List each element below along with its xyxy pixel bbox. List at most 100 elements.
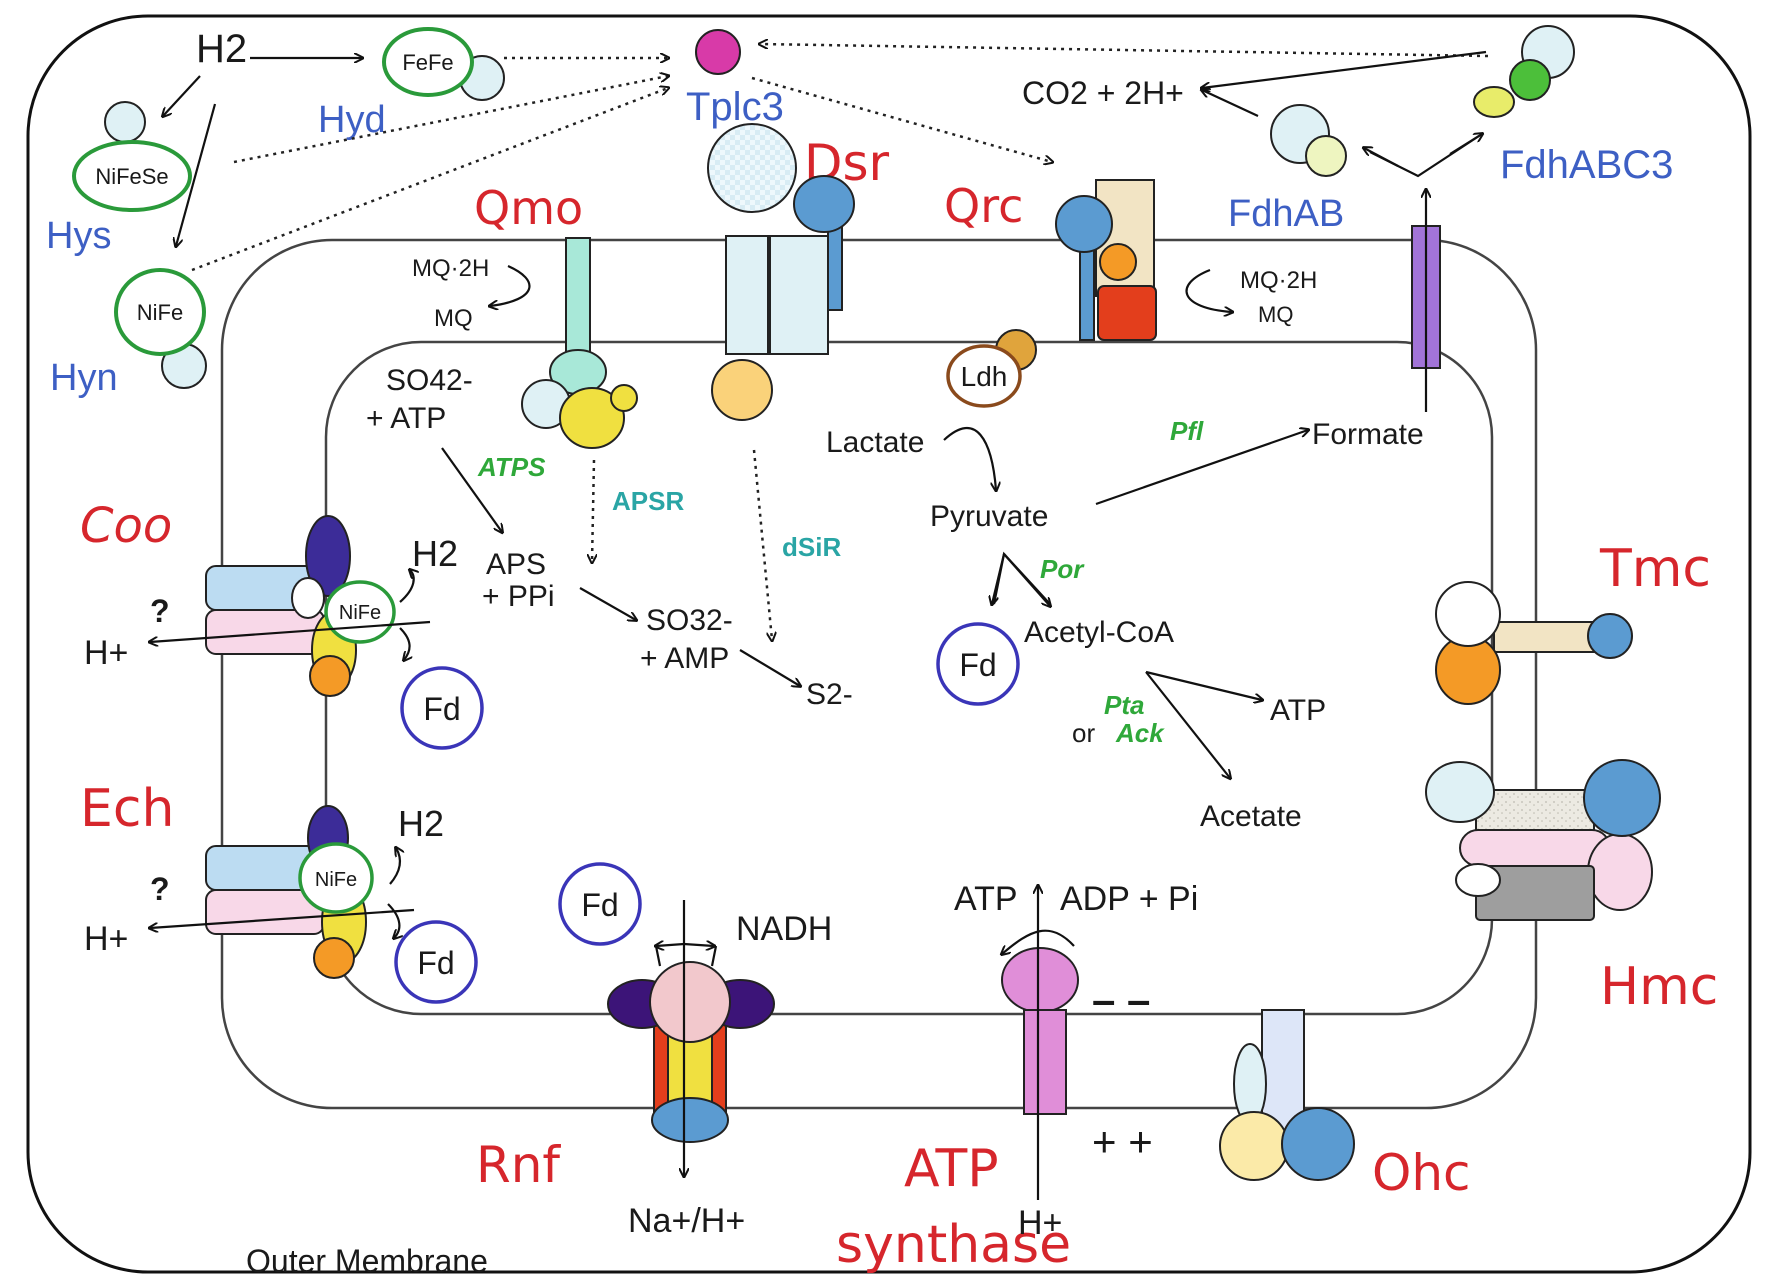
pyruvate-to-formate-arrow [1095, 430, 1308, 506]
nifese-hydrogenase [72, 140, 192, 212]
coo-hplus-label: H+ [84, 634, 128, 672]
dsir-dotted-arrow [752, 449, 772, 640]
lactate-label: Lactate [826, 426, 924, 459]
h2-to-hyn-arrow [176, 103, 217, 246]
aps-to-so3-arrow [579, 587, 636, 620]
aps-label: APS [486, 548, 546, 581]
coo-nife-label: NiFe [339, 602, 381, 624]
outer-membrane-line [26, 14, 1752, 1274]
ohc-label: Ohc [1372, 1144, 1471, 1202]
pfl-label: Pfl [1170, 416, 1204, 446]
rnf-right-tick [683, 944, 714, 946]
mq2h-right-label: MQ·2H [1240, 267, 1317, 294]
coo-label: Coo [80, 498, 172, 554]
atp-synthase-label-1: ATP [904, 1139, 999, 1199]
hyn-label: Hyn [50, 357, 118, 399]
atp-plus-label: + ATP [366, 402, 446, 435]
fdhab-subunit-b [1305, 135, 1347, 177]
atp-synthase-stalk [1023, 1009, 1067, 1115]
ech-fd-arrow [387, 903, 399, 938]
dsr-blue-subunit [793, 175, 855, 233]
ech-question-label: ? [150, 871, 170, 907]
qrc-blue-subunit [1055, 195, 1113, 253]
pta-label: Pta [1104, 690, 1144, 720]
nife-to-tplc3-dots [191, 88, 668, 272]
s2-label: S2- [806, 678, 853, 711]
qmo-label: Qmo [474, 181, 583, 235]
coo-fd-arrow [399, 627, 410, 660]
fd-ech-label: Fd [417, 945, 454, 981]
na-h-label: Na+/H+ [628, 1202, 745, 1240]
fefe-label: FeFe [402, 50, 453, 75]
mq-left-label: MQ [434, 305, 473, 332]
hys-small-subunit [104, 101, 146, 143]
fd-ech-circle [394, 920, 478, 1004]
co2-label: CO2 + 2H+ [1022, 75, 1184, 111]
ack-label: Ack [1115, 718, 1165, 748]
qrc-red-subunit [1097, 285, 1157, 341]
atp-out-label: ATP [954, 880, 1018, 918]
rnf-blue-base [651, 1097, 729, 1143]
or-label: or [1072, 718, 1095, 748]
qrc-label: Qrc [944, 179, 1023, 233]
hmc-pink-end [1587, 833, 1653, 911]
fd-rnf-label: Fd [581, 887, 618, 923]
atp-synthase-head [1001, 947, 1079, 1013]
dsr-membrane-right [769, 235, 829, 355]
nifese-to-tplc3-dots [233, 76, 668, 164]
so3-label: SO32- [646, 604, 733, 637]
ech-nife-label: NiFe [315, 869, 357, 891]
mq2h-left-label: MQ·2H [412, 255, 489, 282]
fefe-hydrogenase [382, 27, 474, 97]
ech-proton-arrow [150, 908, 415, 928]
qmo-subunit-d [610, 384, 638, 412]
ech-orange-subunit [313, 937, 355, 979]
formate-to-fdhabc3-arrow [1449, 134, 1482, 155]
hmc-label: Hmc [1600, 957, 1718, 1017]
atp-synthase-label-2: synthase [836, 1215, 1071, 1275]
hmc-blue-subunit [1583, 759, 1661, 837]
rnf-left-tick [656, 944, 685, 946]
coo-nife-ring [324, 580, 396, 644]
inner-membrane-outer-line [220, 238, 1538, 1110]
qmo-subunit-c [559, 387, 625, 449]
apsr-label: APSR [612, 486, 684, 516]
ohc-blue-subunit [1281, 1107, 1355, 1181]
ldh-label: Ldh [961, 361, 1008, 392]
ohc-stalk [1261, 1009, 1305, 1131]
tmc-blue-subunit [1587, 613, 1633, 659]
hyd-label: Hyd [318, 99, 386, 141]
fdhabc3-subunit-c [1473, 86, 1515, 118]
so4-to-aps-arrow [441, 447, 502, 532]
por-to-acetylcoa-arrow [1003, 553, 1050, 606]
acetylcoa-label: Acetyl-CoA [1024, 616, 1174, 649]
acetylcoa-to-acetate-arrow [1145, 671, 1230, 778]
por-label: Por [1040, 554, 1085, 584]
hmc-white-subunit [1455, 863, 1501, 897]
tplc3-label: Tplc3 [686, 85, 784, 129]
qrc-orange-subunit [1099, 243, 1137, 281]
coo-question-label: ? [150, 593, 170, 629]
tmc-white-subunit [1435, 581, 1501, 647]
tplc3-cytochrome [695, 29, 741, 75]
nife-hydrogenase [114, 268, 206, 356]
fd-rnf-circle [558, 862, 642, 946]
ech-h2-arrow [389, 848, 400, 885]
atp-synthesis-arrow [1002, 929, 1075, 954]
fd-coo-label: Fd [423, 691, 460, 727]
ech-label: Ech [80, 779, 174, 839]
fdhab-label: FdhAB [1228, 193, 1344, 235]
nadh-label: NADH [736, 910, 832, 948]
acetate-label: Acetate [1200, 800, 1302, 833]
h2-to-hys-arrow [163, 75, 201, 116]
rnf-label: Rnf [476, 1136, 561, 1194]
mq-right-arrow [1185, 268, 1232, 312]
apsr-dotted-arrow [592, 459, 594, 562]
formate-to-fdhab-arrow [1364, 148, 1399, 167]
minus-label: – – [1092, 976, 1150, 1023]
tmc-tan-subunit [1493, 621, 1595, 653]
plus-label: + + [1092, 1118, 1153, 1165]
mq-right-label: MQ [1258, 302, 1293, 327]
qmo-membrane-subunit [565, 237, 591, 361]
lactate-to-pyruvate-arrow [943, 427, 996, 490]
